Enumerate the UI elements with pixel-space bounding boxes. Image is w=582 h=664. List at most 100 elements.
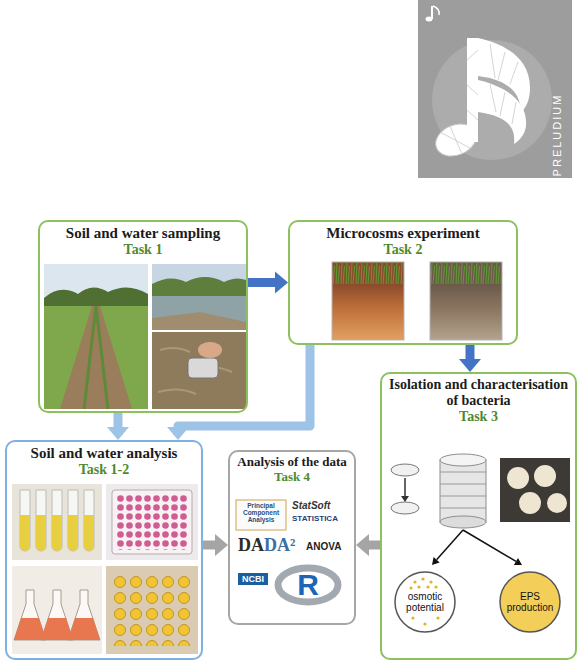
discs-photo xyxy=(106,566,198,654)
flasks xyxy=(14,590,100,640)
circle-shape xyxy=(500,572,560,632)
microplate xyxy=(112,490,192,554)
transfer-arrow xyxy=(404,478,406,497)
plates-photo xyxy=(500,458,570,522)
lab-photos xyxy=(12,484,198,654)
connector-arrow xyxy=(356,534,380,556)
tube-liquid xyxy=(20,515,94,551)
task-number: Task 1-2 xyxy=(79,462,129,478)
connector-arrow xyxy=(107,413,129,440)
software-logo: STATISTICA xyxy=(292,514,338,523)
logo-wordmark: PRELUDIUM xyxy=(551,94,564,177)
task-title: Microcosms experiment xyxy=(326,225,479,242)
task-title: Soil and water sampling xyxy=(66,225,220,242)
culture-plate xyxy=(534,465,556,487)
flasks-photo xyxy=(12,566,102,654)
microcosm-grass xyxy=(431,262,501,284)
plate-top xyxy=(440,454,486,466)
water-ripples xyxy=(158,348,232,394)
colony-dot xyxy=(429,580,432,583)
colony-dot xyxy=(426,585,429,588)
microcosm-drawings xyxy=(332,262,502,340)
method-logo: ANOVA xyxy=(306,541,341,553)
software-logo: Principal Component Analysis xyxy=(238,502,284,523)
petri-dish xyxy=(391,502,419,514)
arrow-head xyxy=(275,272,288,294)
water-sampler xyxy=(188,358,218,378)
connector-arrow xyxy=(248,272,288,294)
bacteria-drawings xyxy=(391,454,570,565)
task-title: Analysis of the data xyxy=(237,455,346,470)
hand xyxy=(198,342,222,358)
colony-dot xyxy=(411,616,414,619)
arrow-shaft xyxy=(248,278,276,287)
microcosm-grass xyxy=(333,262,403,284)
small-note-stem xyxy=(431,6,433,19)
pca-logo-frame xyxy=(236,500,286,530)
culture-plate xyxy=(519,492,541,514)
river-bank xyxy=(152,312,246,330)
culture-plate xyxy=(547,493,567,513)
logo-ground xyxy=(418,0,572,178)
river-trees xyxy=(152,277,246,296)
petri-dish xyxy=(391,464,419,476)
tubes-photo xyxy=(12,484,102,560)
database-logo: NCBI xyxy=(238,573,268,585)
arrow-shaft xyxy=(114,413,123,428)
river-water xyxy=(152,296,246,330)
branch-arrows xyxy=(437,530,516,561)
software-logo: StatSoft xyxy=(292,500,330,512)
colony-dot xyxy=(434,585,437,588)
colony-dot xyxy=(436,616,439,619)
colony-dot xyxy=(423,622,426,625)
arrow-head xyxy=(459,359,481,372)
note-flag xyxy=(478,80,526,144)
software-logo: DA xyxy=(238,535,264,556)
task-box: Soil and water samplingTask 1 xyxy=(38,220,248,413)
branch-arrowheads xyxy=(432,557,522,565)
task-box: Microcosms experimentTask 2 xyxy=(288,220,518,345)
result-circle: EPS production xyxy=(498,570,562,634)
microcosm-box xyxy=(332,262,404,340)
software-logo: DA² xyxy=(264,535,295,556)
connector-arrow xyxy=(459,345,481,372)
task-number: Task 4 xyxy=(274,470,310,485)
preludium-logo xyxy=(418,0,572,178)
task-box: Soil and water analysisTask 1-2 xyxy=(5,440,203,660)
culture-plate xyxy=(507,467,529,489)
field-photo xyxy=(44,264,148,409)
software-logo: R xyxy=(297,570,319,600)
colony-dot xyxy=(417,585,420,588)
connector-arrow xyxy=(167,345,310,440)
arrow-head xyxy=(356,534,369,556)
field-soil xyxy=(60,306,132,409)
water-sampling-photo xyxy=(152,332,246,409)
colony-dot xyxy=(413,580,416,583)
arrow-head xyxy=(215,534,228,556)
arrow-head xyxy=(167,427,189,440)
task-title: Soil and water analysis xyxy=(31,445,178,462)
task-box: Isolation and characterisation of bacter… xyxy=(380,372,577,660)
result-circle: osmotic potential xyxy=(393,570,457,634)
arrow-shaft xyxy=(368,541,380,550)
crop-rows xyxy=(84,306,108,409)
flask-medium xyxy=(14,618,100,640)
plate-edges xyxy=(440,472,486,508)
plate-stack xyxy=(440,460,486,522)
circle-shape xyxy=(395,572,455,632)
colony-dot xyxy=(409,586,412,589)
microplate-photo xyxy=(106,484,198,560)
task-number: Task 2 xyxy=(384,242,423,258)
task-number: Task 1 xyxy=(124,242,163,258)
microplate-wells xyxy=(116,494,188,550)
small-note-flag xyxy=(433,6,439,15)
yellow-discs xyxy=(112,574,192,646)
sampling-photos xyxy=(44,264,246,409)
task-number: Task 3 xyxy=(459,409,498,425)
small-note-head xyxy=(426,17,433,22)
task-title: Isolation and characterisation of bacter… xyxy=(388,377,569,409)
field-trees xyxy=(44,287,148,306)
